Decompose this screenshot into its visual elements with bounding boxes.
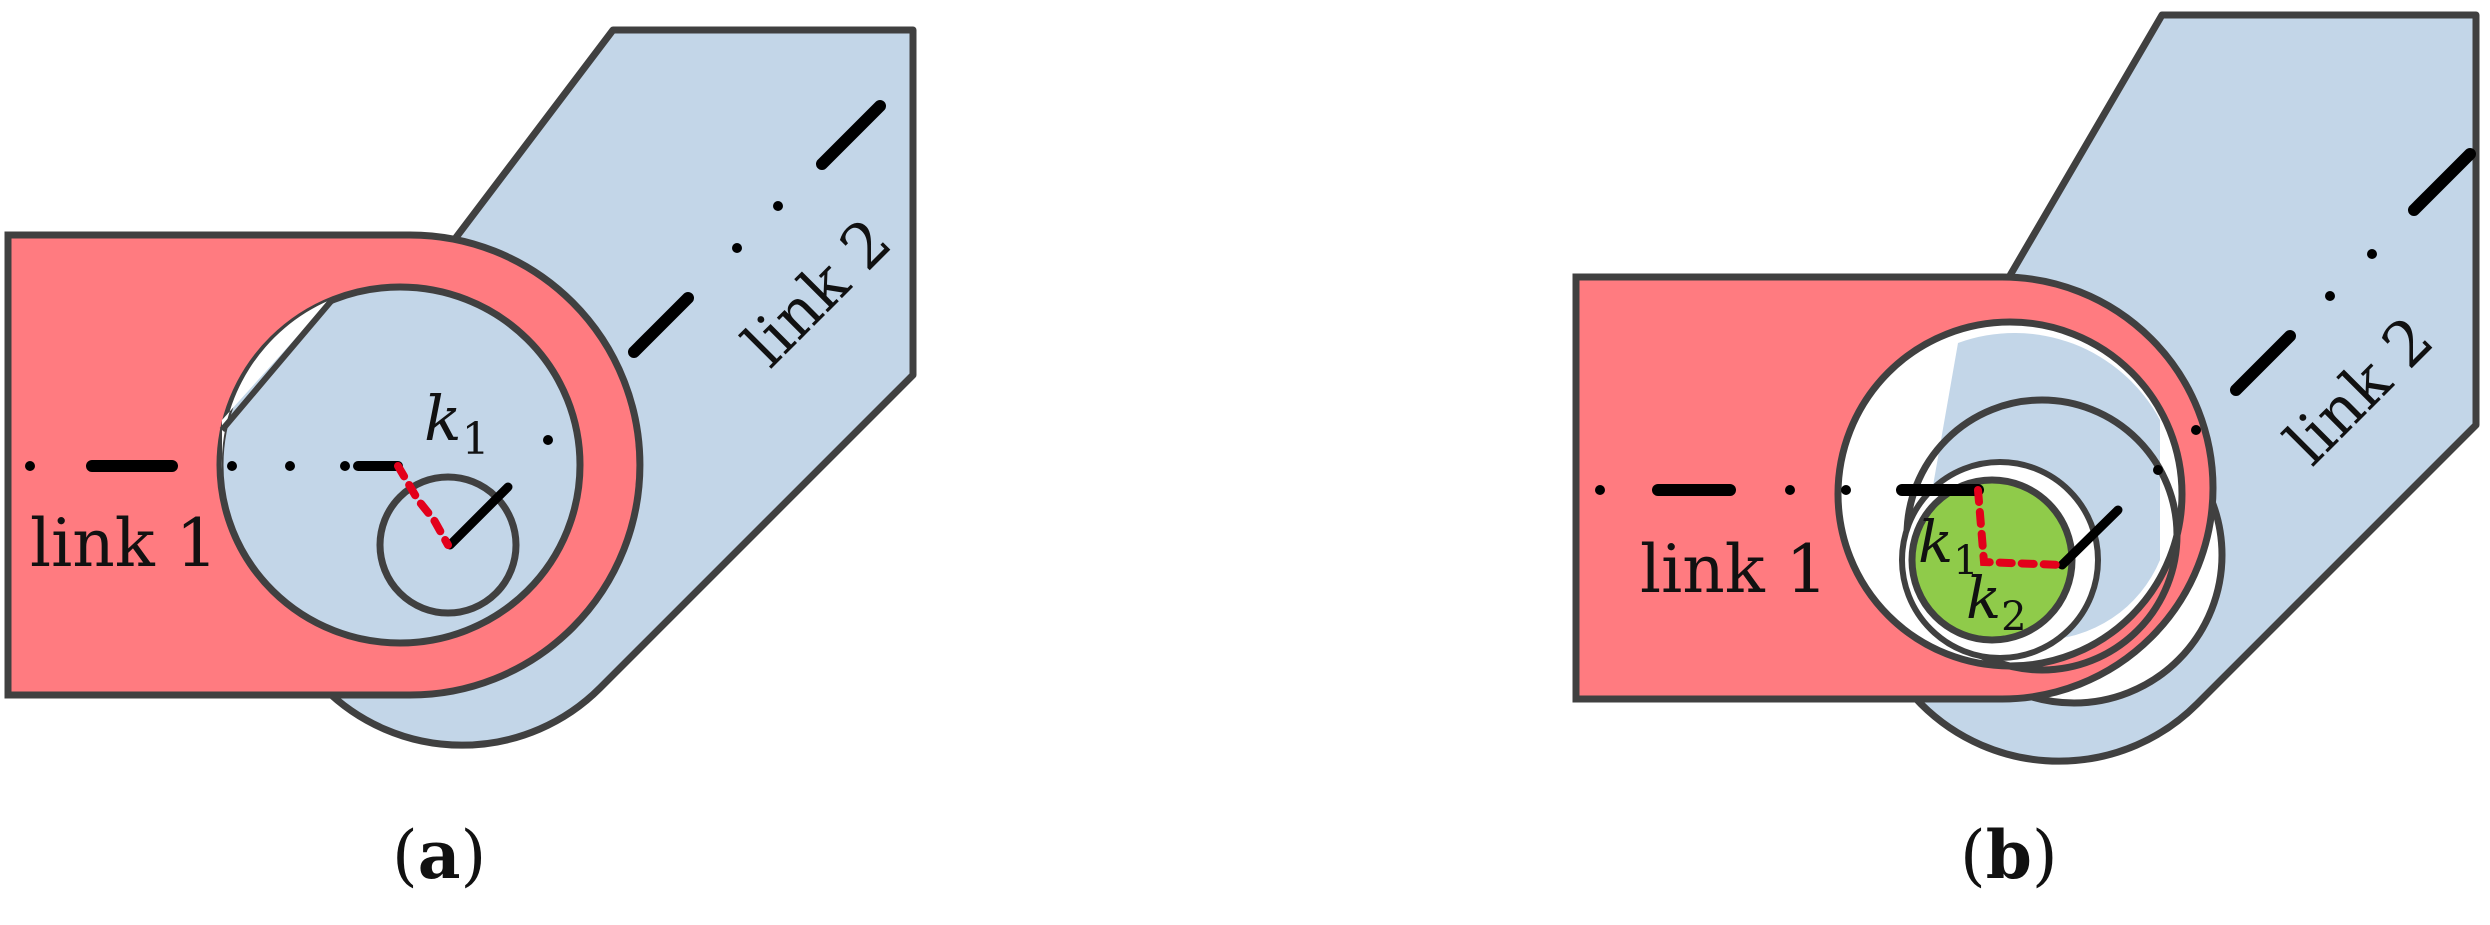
bore-edge [219, 298, 335, 432]
panel-a: link 1 link 2 k1 (a) [4, 26, 917, 894]
k1-label: k1 [1918, 508, 1979, 584]
caption-b: (b) [1960, 816, 2058, 894]
link-1-axis [1595, 484, 1984, 496]
link-1-label: link 1 [1640, 531, 1828, 608]
constraint-line [394, 462, 452, 549]
k1-label: k1 [424, 382, 490, 465]
link-1-label: link 1 [30, 505, 218, 582]
bore-gap [221, 300, 330, 470]
caption-a: (a) [392, 816, 486, 894]
link-2-axis [445, 100, 886, 550]
constraint-line [1974, 486, 2066, 569]
link-2-axis [2057, 148, 2476, 570]
panel-b: link 1 link 2 k1 k2 (b) [1572, 11, 2480, 894]
k2-label: k2 [1966, 564, 2027, 640]
link-1-axis [25, 460, 403, 472]
